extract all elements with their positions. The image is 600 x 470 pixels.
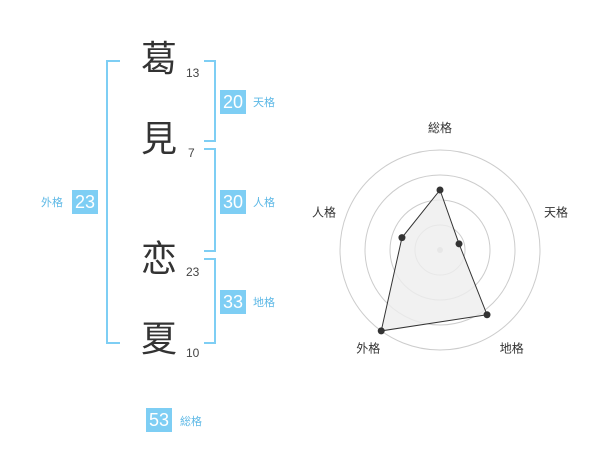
- radar-axis-label-4: 外格: [356, 341, 380, 356]
- name-char-1: 葛: [141, 39, 178, 80]
- jinkaku-bracket: [204, 148, 216, 252]
- stroke-count-4: 10: [186, 346, 200, 360]
- jinkaku-value: 30: [220, 190, 247, 214]
- gaikaku-label: 外格: [41, 196, 63, 209]
- name-char-4: 夏: [141, 319, 178, 360]
- radar-point-2: [455, 240, 463, 248]
- gaikaku-value: 23: [72, 190, 99, 214]
- stroke-count-3: 23: [186, 265, 200, 279]
- tenkaku-value: 20: [220, 90, 247, 114]
- soukaku-value: 53: [146, 408, 173, 432]
- chikaku-value: 33: [220, 290, 247, 314]
- radar-axis-label-1: 総格: [428, 120, 452, 135]
- stroke-count-2: 7: [188, 146, 195, 160]
- name-char-3: 恋: [141, 239, 178, 280]
- name-char-2: 見: [141, 119, 178, 160]
- chikaku-label: 地格: [253, 296, 275, 309]
- jinkaku-label: 人格: [253, 196, 275, 209]
- gaikaku-bracket: [106, 60, 120, 344]
- radar-point-4: [377, 327, 385, 335]
- soukaku-label: 総格: [180, 415, 202, 428]
- radar-point-5: [398, 234, 406, 242]
- chikaku-bracket: [204, 258, 216, 344]
- radar-axis-label-2: 天格: [544, 204, 568, 219]
- radar-axis-label-5: 人格: [312, 204, 336, 219]
- radar-ring: [364, 174, 516, 326]
- radar-point-1: [436, 186, 444, 194]
- radar-axis-label-3: 地格: [500, 341, 524, 356]
- radar-ring: [339, 149, 541, 351]
- stroke-count-1: 13: [186, 66, 200, 80]
- radar-area: [380, 188, 488, 332]
- tenkaku-label: 天格: [253, 96, 275, 109]
- tenkaku-bracket: [204, 60, 216, 142]
- radar-point-3: [483, 311, 491, 319]
